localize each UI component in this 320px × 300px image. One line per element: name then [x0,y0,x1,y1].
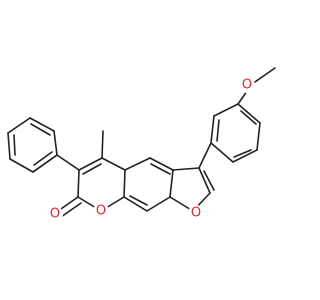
bond-pyr-2 [78,157,103,171]
bond-ph-double-3 [33,151,53,166]
furan-oxygen-bg [188,205,204,221]
methoxy-oxygen-atom: O [239,77,255,93]
bond-ph-5 [53,130,58,156]
bond-benz-2 [124,157,151,171]
furan-oxygen-label: O [191,206,201,221]
methoxyphenyl-ring [210,103,261,163]
bond-furan-3 [169,196,194,212]
bond-benzyl-ch2 [56,154,80,171]
structure-canvas: O O O O [7,67,276,222]
bond-ring-a-double-1 [240,110,257,125]
bond-furan-1-double [203,170,215,191]
bond-ph-6 [32,154,58,173]
bond-benz-4 [123,196,148,212]
furan-oxygen-atom: O [188,205,204,221]
bond-ring-a6 [213,103,239,117]
bond-pyr-2-double [82,163,102,175]
bond-furan-4 [169,169,174,198]
bond-ring-a-double-2 [233,149,252,158]
bond-ph-double-1 [13,134,16,156]
carbonyl-oxygen-label: O [50,207,60,222]
bond-benz-5 [146,196,171,212]
bond-methyl-o [251,67,276,85]
bond-aryl-furan [198,142,212,169]
lactone-oxygen-label: O [96,204,106,219]
furan-ring [169,167,215,212]
bond-ring-a2 [256,122,261,151]
bond-carbonyl-b [60,202,82,218]
bond-benz-double-1 [150,163,171,175]
lactone-oxygen-atom: O [93,203,109,219]
bond-ring-a5 [210,115,215,144]
chemical-structure-diagram: O O O O [7,67,276,222]
bond-pyr-3 [77,169,80,198]
bond-benz-1 [149,157,174,171]
bond-ph-1 [9,158,34,173]
benzene-ring [123,157,174,212]
carbonyl-oxygen-bg [47,206,63,222]
bond-pyr-1 [101,157,126,171]
bond-carbonyl-a [57,196,79,212]
carbonyl-oxygen-atom: O [47,206,63,222]
methoxy-oxygen-label: O [242,78,252,93]
bond-ph-3 [7,117,31,134]
lactone-oxygen-bg [93,203,109,219]
bond-ph-2 [7,132,11,160]
bond-benz-double-2 [129,195,148,206]
bond-furan-1 [198,167,211,194]
bond-ring-a-double-3 [216,119,220,142]
bond-ph-4 [29,117,55,132]
benzyl-phenyl-ring [7,117,58,173]
bond-methyl [101,130,104,159]
bond-ring-a1 [237,103,261,124]
bond-ph-double-2 [30,123,51,136]
methoxy-oxygen-bg [239,77,255,93]
bond-furan-5 [172,167,200,171]
bond-ring-a3 [232,149,258,163]
bond-benz-3 [123,169,126,198]
bond-ring-a4 [210,142,234,163]
